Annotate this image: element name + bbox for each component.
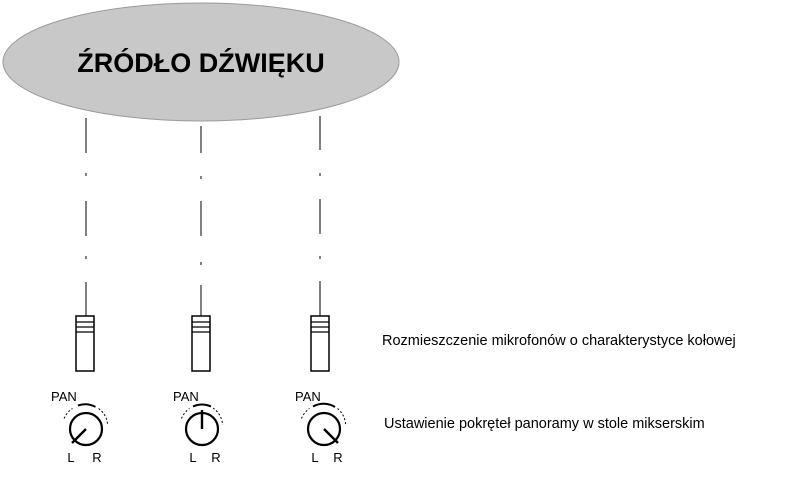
- channel-center: PAN L R: [173, 126, 224, 465]
- sound-source: ŹRÓDŁO DŹWIĘKU: [2, 2, 400, 122]
- pan-pointer-right: [323, 428, 339, 444]
- channel-right: PAN L R: [295, 116, 347, 465]
- pan-left-label: L: [67, 450, 74, 465]
- pan-right-label: R: [333, 450, 342, 465]
- pan-label: PAN: [173, 389, 199, 404]
- pan-left-label: L: [311, 450, 318, 465]
- pan-right-label: R: [92, 450, 101, 465]
- channel-left: PAN L R: [51, 118, 109, 465]
- pan-label: PAN: [51, 389, 77, 404]
- microphone-center: [191, 315, 211, 372]
- microphone-right: [310, 315, 330, 372]
- pan-knob-right: PAN L R: [295, 389, 347, 465]
- pan-pointer-left: [71, 428, 87, 444]
- pan-knob-center: PAN L R: [173, 389, 224, 465]
- pan-right-label: R: [211, 450, 220, 465]
- caption-pan-knobs: Ustawienie pokręteł panoramy w stole mik…: [384, 416, 705, 432]
- microphone-left: [75, 315, 95, 372]
- pan-label: PAN: [295, 389, 321, 404]
- caption-microphones: Rozmieszczenie mikrofonów o charakteryst…: [382, 333, 736, 349]
- pan-knob-left: PAN L R: [51, 389, 109, 465]
- sound-source-title: ŹRÓDŁO DŹWIĘKU: [77, 47, 324, 78]
- pan-left-label: L: [189, 450, 196, 465]
- sound-source-ellipse: [2, 2, 400, 122]
